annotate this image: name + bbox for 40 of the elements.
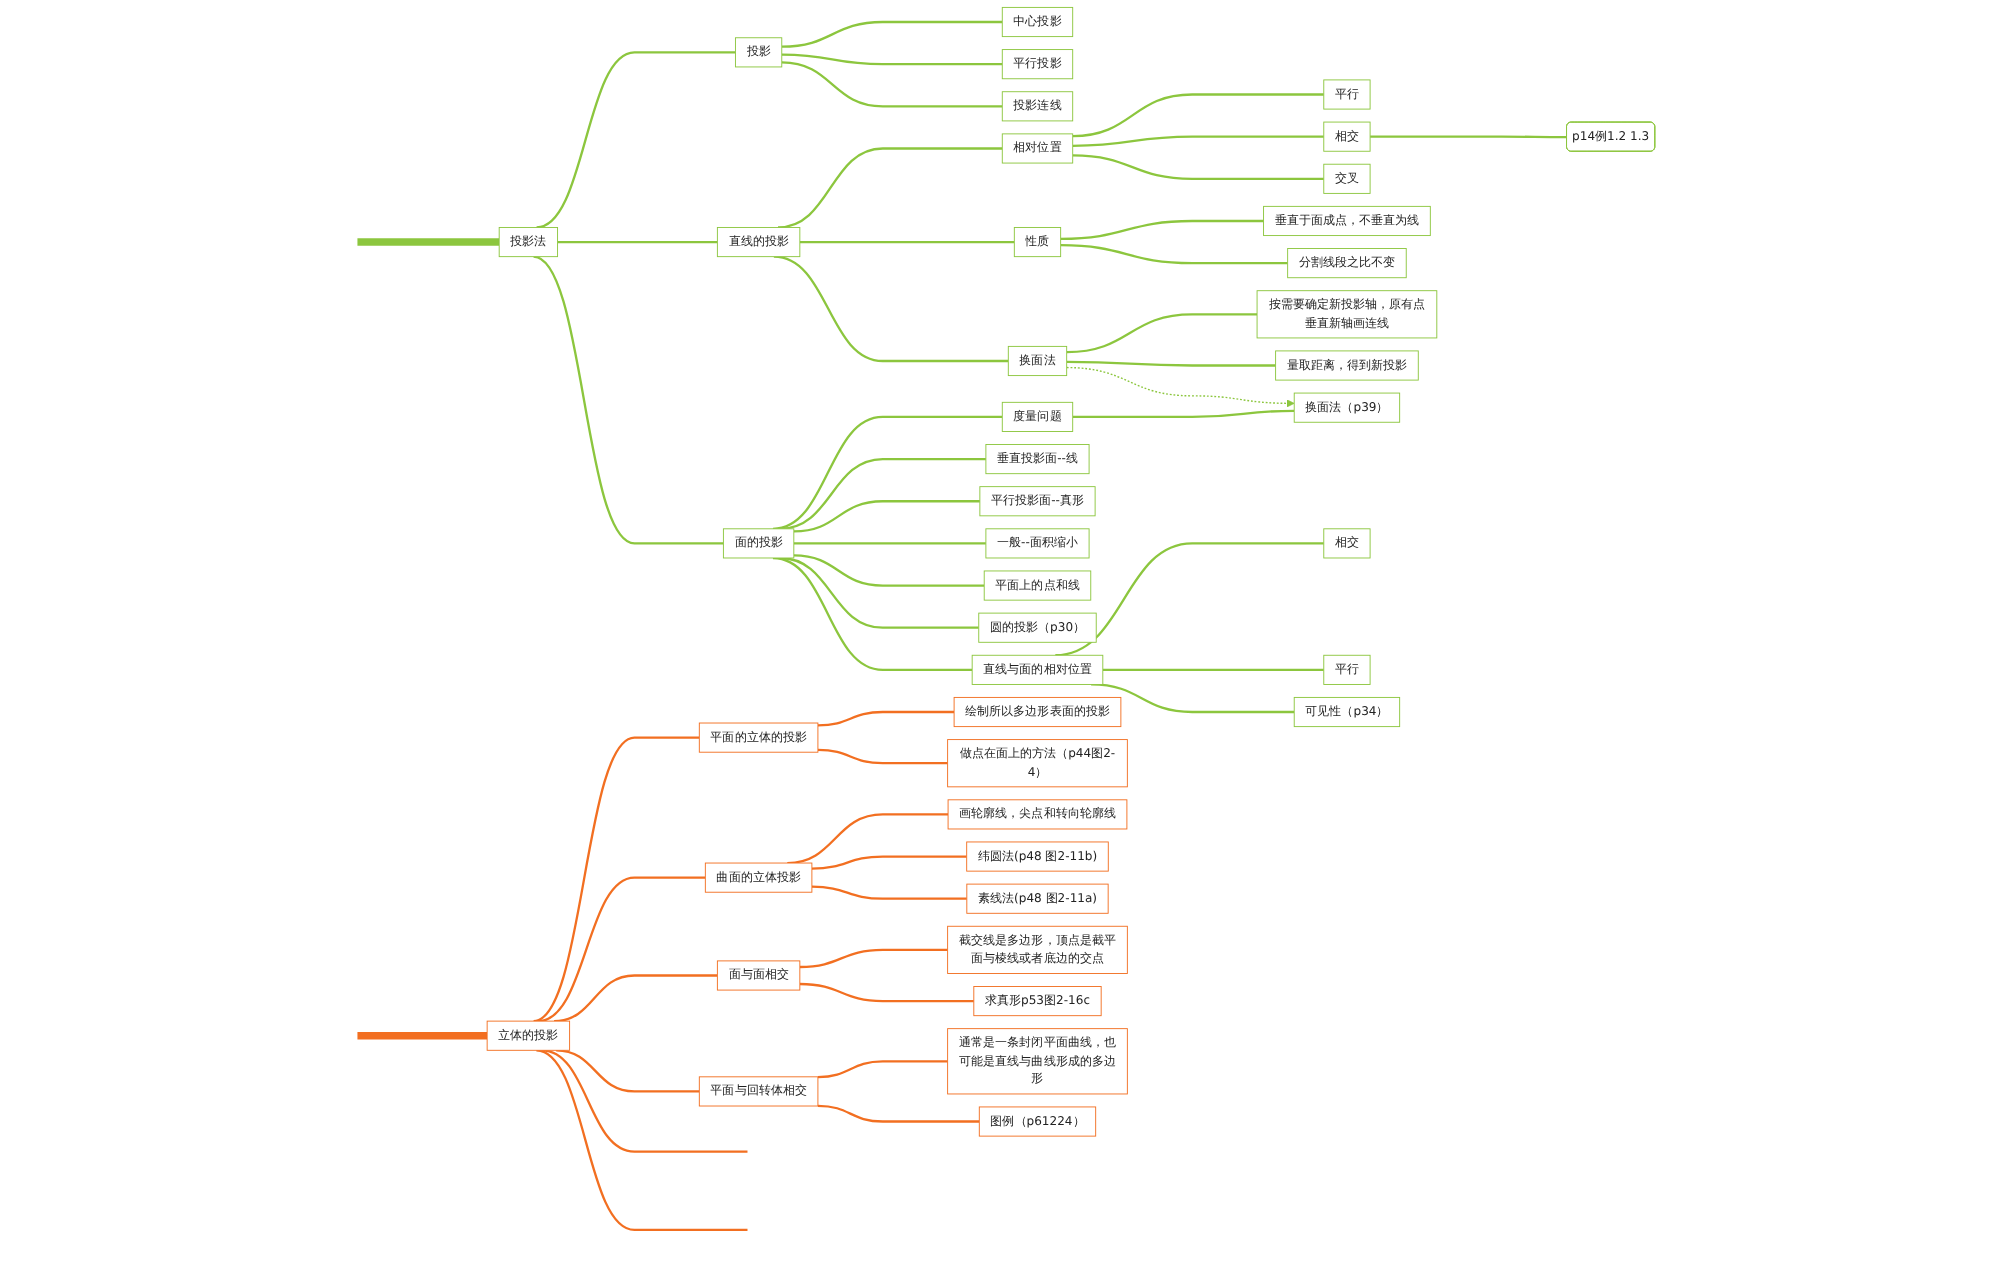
connector (1055, 542, 1324, 657)
connector (781, 61, 1003, 108)
connector (1060, 244, 1288, 265)
connector (781, 53, 1003, 66)
connector (541, 1049, 748, 1153)
connector (1072, 154, 1324, 180)
connector (1102, 668, 1324, 671)
connector (799, 948, 948, 969)
connector (533, 255, 724, 545)
connector (799, 240, 1015, 244)
connector (799, 982, 974, 1003)
connector (773, 255, 1009, 363)
connector (1072, 135, 1324, 147)
connector (536, 1049, 748, 1232)
connector (1060, 219, 1264, 241)
connector (793, 542, 986, 545)
connector (817, 1104, 980, 1123)
connector (357, 1032, 488, 1040)
connector (787, 813, 949, 865)
connector (811, 885, 967, 900)
connector (793, 554, 985, 587)
connector (556, 1049, 700, 1093)
connector (536, 51, 736, 229)
connector (357, 238, 500, 246)
connector (1066, 360, 1276, 367)
connector (811, 855, 967, 870)
connector (1072, 93, 1324, 138)
connector (781, 20, 1003, 48)
connector (772, 556, 973, 671)
connector (533, 736, 700, 1023)
connector (1066, 313, 1258, 354)
connector (793, 500, 980, 533)
arrow (1065, 366, 1295, 408)
connector (817, 710, 955, 727)
connector (557, 240, 718, 244)
connector (817, 1060, 948, 1079)
connector (537, 876, 706, 1023)
connector (1370, 135, 1567, 139)
connector (817, 748, 948, 765)
connector (1072, 409, 1295, 419)
